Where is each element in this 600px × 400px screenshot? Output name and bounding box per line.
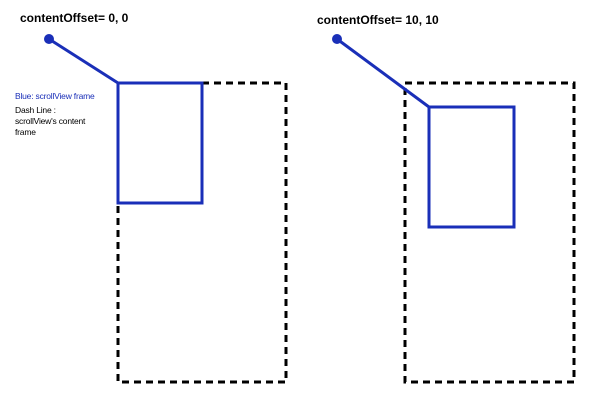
legend: Blue: scrollView frame Dash Line : scrol… <box>15 91 95 138</box>
right-pointer-dot <box>332 34 342 44</box>
right-scrollview-frame <box>427 105 516 229</box>
right-pointer-line <box>336 37 430 109</box>
legend-dash-text: Dash Line : scrollView's content frame <box>15 105 86 137</box>
left-pointer-line <box>48 37 119 85</box>
right-content-frame <box>403 81 576 384</box>
left-scrollview-frame <box>116 81 204 205</box>
left-offset-title: contentOffset= 0, 0 <box>20 11 129 25</box>
left-pointer-dot <box>44 34 54 44</box>
right-offset-title: contentOffset= 10, 10 <box>317 13 439 27</box>
legend-blue-text: Blue: scrollView frame <box>15 91 95 101</box>
